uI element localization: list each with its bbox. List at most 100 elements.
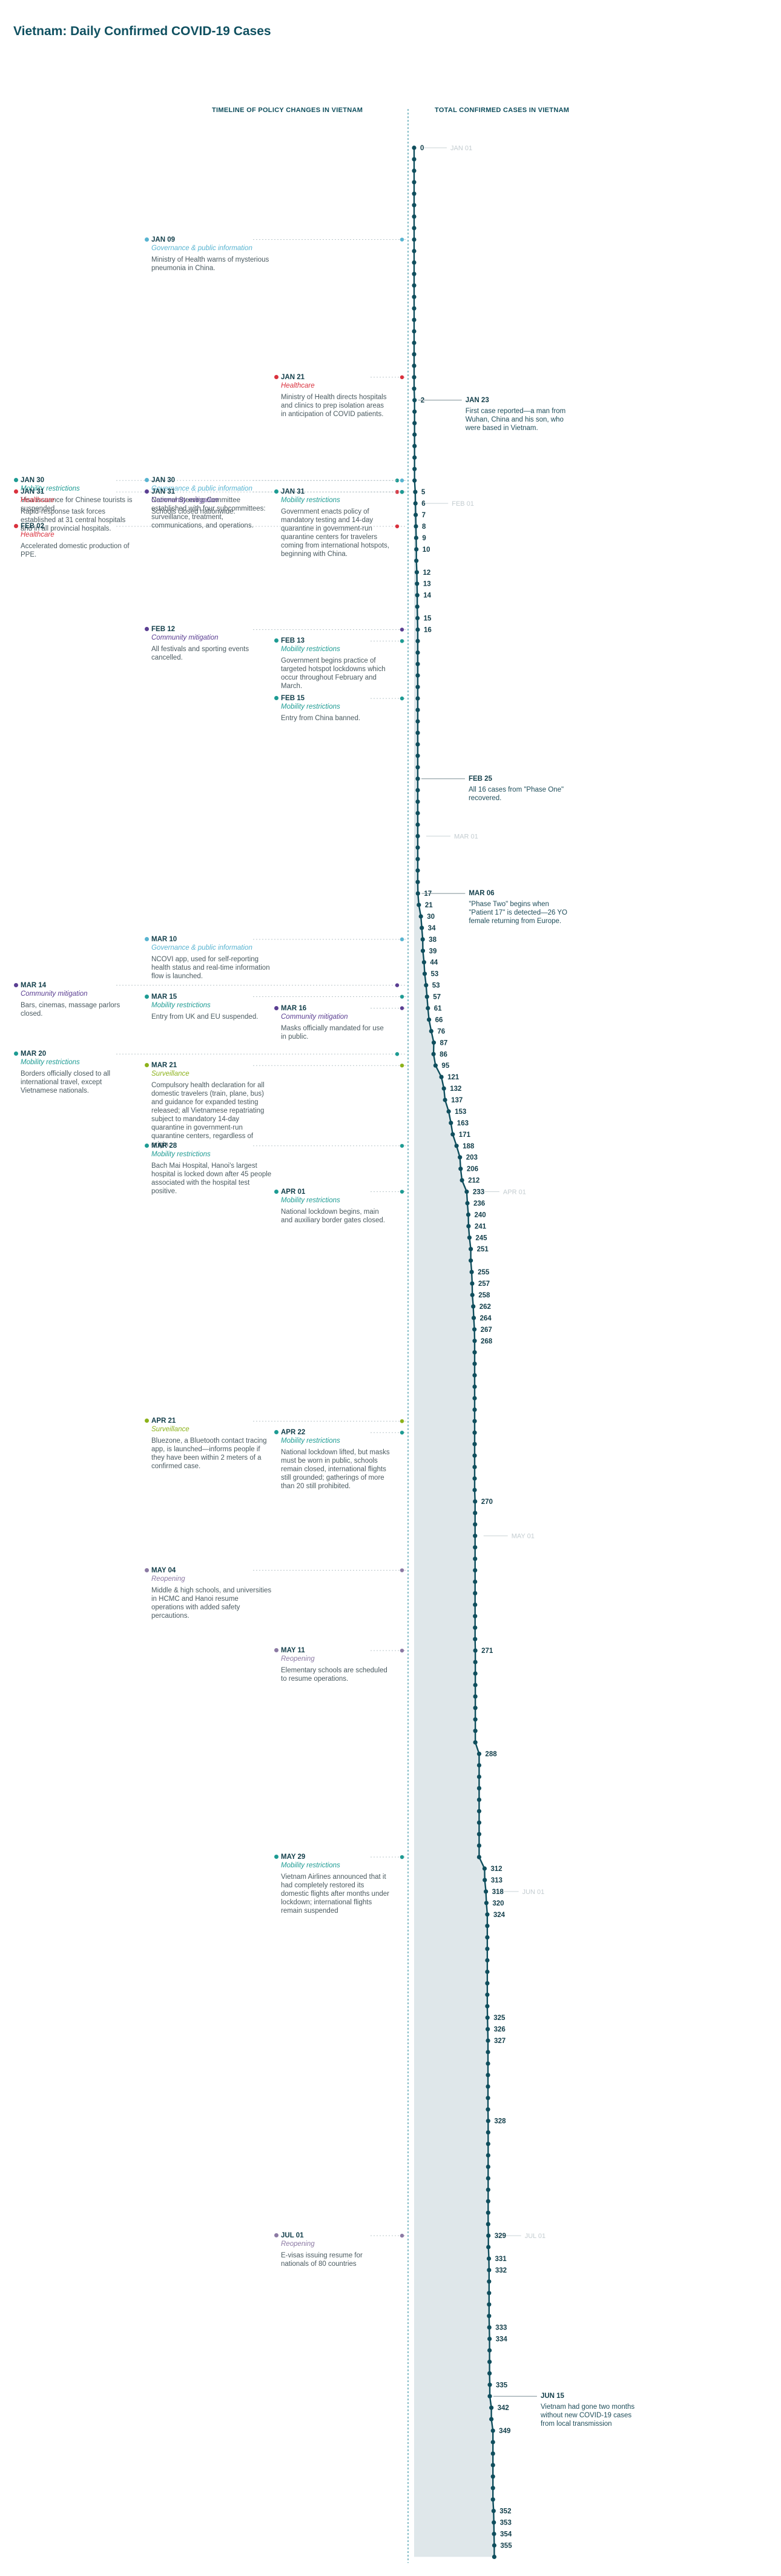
event-category: Reopening bbox=[281, 1655, 315, 1663]
data-point bbox=[472, 1442, 477, 1446]
data-point bbox=[485, 1958, 490, 1963]
event-date: JAN 30 bbox=[21, 477, 44, 485]
event-category: Community mitigation bbox=[151, 497, 219, 505]
page-title: Vietnam: Daily Confirmed COVID-19 Cases bbox=[13, 24, 271, 38]
value-label: 264 bbox=[479, 1315, 492, 1322]
data-point bbox=[415, 765, 420, 770]
event-date: MAR 28 bbox=[151, 1142, 177, 1150]
data-point bbox=[412, 363, 417, 368]
event-header: JAN 30 bbox=[14, 476, 136, 485]
data-point bbox=[486, 2256, 492, 2261]
event-category: Community mitigation bbox=[281, 1013, 348, 1021]
value-label: 342 bbox=[498, 2405, 509, 2412]
data-point bbox=[427, 1017, 432, 1022]
data-point bbox=[415, 845, 420, 850]
data-point bbox=[492, 2554, 497, 2559]
data-point bbox=[476, 1797, 482, 1802]
data-point bbox=[473, 1740, 478, 1745]
data-point bbox=[415, 615, 420, 621]
data-point bbox=[472, 1465, 477, 1469]
event-date: APR 22 bbox=[281, 1429, 306, 1437]
data-point bbox=[476, 1763, 482, 1768]
data-point bbox=[412, 294, 417, 299]
data-point bbox=[450, 1132, 455, 1137]
data-point bbox=[412, 226, 417, 231]
event-description: Government begins practice of targeted h… bbox=[281, 657, 386, 690]
event-header: APR 21 bbox=[145, 1417, 272, 1425]
event-marker bbox=[395, 478, 400, 483]
value-label: 333 bbox=[495, 2325, 507, 2332]
data-point bbox=[415, 707, 420, 712]
data-point bbox=[414, 547, 419, 552]
event-date: JAN 21 bbox=[281, 373, 305, 381]
value-label: 271 bbox=[481, 1647, 493, 1655]
data-point bbox=[486, 2107, 490, 2112]
data-point bbox=[412, 386, 417, 391]
category-dot-icon bbox=[145, 1568, 149, 1572]
event-marker bbox=[400, 696, 404, 701]
event-description: Rapid-response task forces established a… bbox=[21, 508, 126, 533]
category-dot-icon bbox=[14, 524, 18, 529]
data-point bbox=[469, 1258, 473, 1263]
event-header: MAR 14 bbox=[14, 981, 136, 990]
data-point bbox=[415, 868, 420, 873]
value-label: 137 bbox=[451, 1097, 463, 1104]
data-point bbox=[458, 1167, 463, 1171]
data-point bbox=[412, 432, 417, 437]
event-date: FEB 02 bbox=[21, 523, 44, 531]
data-point bbox=[476, 1832, 482, 1836]
value-label: 34 bbox=[428, 925, 436, 932]
data-point bbox=[424, 983, 429, 988]
data-point bbox=[418, 914, 423, 919]
data-point bbox=[470, 1281, 475, 1286]
event-description: Elementary schools are scheduled to resu… bbox=[281, 1667, 387, 1683]
data-point bbox=[483, 1878, 487, 1882]
value-label: 329 bbox=[495, 2233, 506, 2240]
data-point bbox=[414, 535, 419, 540]
event-header: FEB 02 bbox=[14, 522, 136, 531]
event-description: Visa issuance for Chinese tourists is su… bbox=[21, 497, 133, 513]
event-category: Surveillance bbox=[151, 1426, 189, 1434]
annotation-date: JUN 15 bbox=[540, 2392, 564, 2400]
event-date: JAN 09 bbox=[151, 236, 175, 243]
value-label: 240 bbox=[475, 1211, 486, 1219]
value-label: 288 bbox=[485, 1751, 497, 1758]
data-point bbox=[487, 2279, 492, 2284]
data-point bbox=[472, 1373, 477, 1378]
event-description: Compulsory health declaration for all do… bbox=[151, 1082, 265, 1149]
event-marker bbox=[400, 639, 404, 643]
value-label: 335 bbox=[496, 2382, 508, 2389]
event-category: Mobility restrictions bbox=[151, 1001, 211, 1009]
data-point bbox=[473, 1522, 478, 1527]
event-date: JAN 31 bbox=[151, 488, 175, 496]
data-point bbox=[420, 937, 425, 942]
event-header: JAN 31 bbox=[145, 488, 272, 496]
data-point bbox=[414, 524, 418, 529]
data-point bbox=[413, 501, 418, 506]
data-point bbox=[412, 455, 417, 460]
value-label: 16 bbox=[424, 626, 432, 634]
event-marker bbox=[395, 490, 400, 494]
data-point bbox=[472, 1488, 477, 1492]
data-point bbox=[485, 2015, 490, 2020]
value-label: 270 bbox=[481, 1498, 493, 1506]
category-dot-icon bbox=[145, 1063, 149, 1068]
event-description: National lockdown lifted, but masks must… bbox=[281, 1449, 390, 1491]
data-point bbox=[414, 570, 420, 575]
data-point bbox=[415, 627, 420, 632]
data-point bbox=[489, 2405, 494, 2410]
category-dot-icon bbox=[274, 1430, 278, 1435]
data-point bbox=[473, 1717, 478, 1722]
data-point bbox=[415, 788, 420, 793]
data-point bbox=[486, 2096, 490, 2101]
value-label: 251 bbox=[477, 1246, 489, 1253]
data-point bbox=[415, 661, 420, 666]
event-marker bbox=[400, 1190, 404, 1194]
event-date: APR 21 bbox=[151, 1417, 176, 1425]
event-marker bbox=[400, 490, 404, 494]
value-label: 255 bbox=[478, 1269, 490, 1276]
data-point bbox=[424, 995, 429, 999]
data-point bbox=[486, 2073, 490, 2078]
